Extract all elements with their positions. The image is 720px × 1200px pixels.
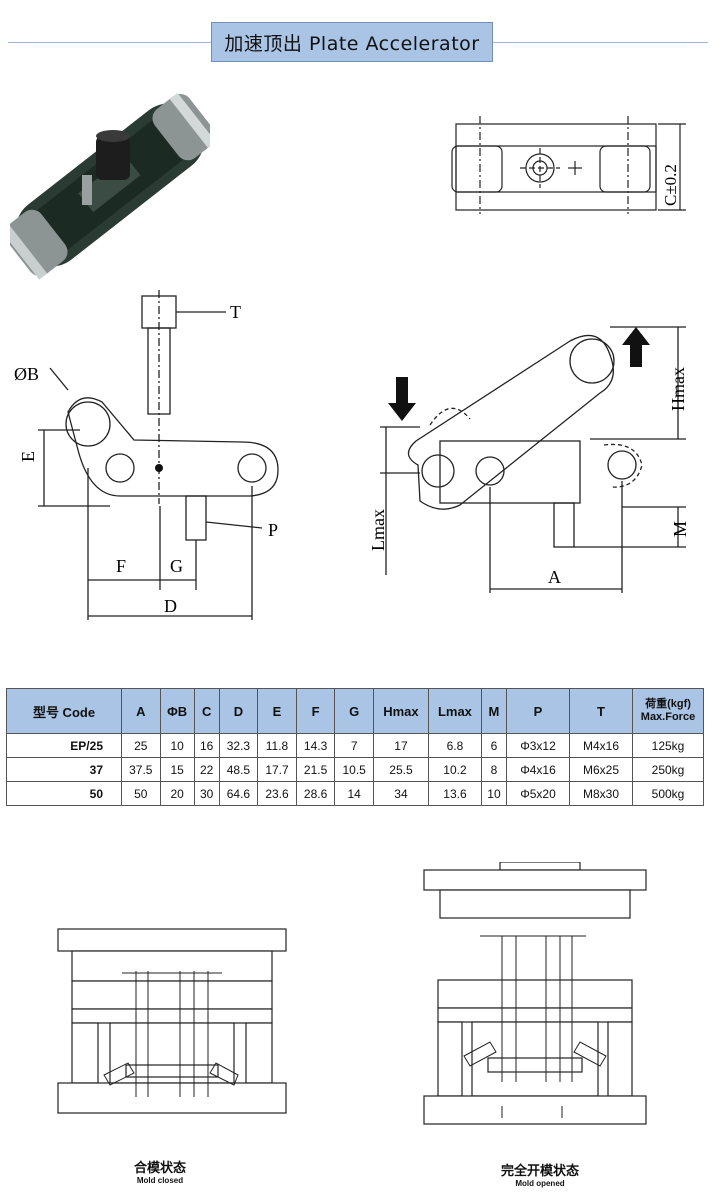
label-m: M <box>670 521 690 537</box>
col-hmax: Hmax <box>372 688 429 734</box>
cell: 23.6 <box>257 781 297 806</box>
cell: 30 <box>193 781 220 806</box>
header-rule-right <box>493 42 708 43</box>
cell: 125kg <box>632 733 704 758</box>
caption-opened: 完全开模状态 Mold opened <box>480 1160 600 1188</box>
cell-code: EP/25 <box>6 733 122 758</box>
col-b: ΦB <box>159 688 195 734</box>
cell: Φ4x16 <box>506 757 570 782</box>
cell: 10 <box>480 781 508 806</box>
col-force: 荷重(kgf) Max.Force <box>632 688 704 734</box>
col-force-en: Max.Force <box>640 711 696 723</box>
cell-code: 50 <box>6 781 122 806</box>
cell: 25.5 <box>372 757 429 782</box>
cell: 64.6 <box>218 781 259 806</box>
col-lmax: Lmax <box>427 688 482 734</box>
col-p: P <box>506 688 570 734</box>
caption-closed-en: Mold closed <box>136 1176 184 1185</box>
table-row: EP/25 25 10 16 32.3 11.8 14.3 7 17 6.8 6… <box>6 733 704 758</box>
cell: 34 <box>372 781 429 806</box>
col-force-zh: 荷重(kgf) <box>645 698 691 710</box>
cell: 21.5 <box>295 757 336 782</box>
top-view-drawing: C±0.2 <box>451 116 686 214</box>
cell: 14.3 <box>295 733 336 758</box>
cell: 8 <box>480 757 508 782</box>
cell: M8x30 <box>569 781 633 806</box>
open-view-drawing: Hmax Lmax M A <box>368 326 690 593</box>
cell: 250kg <box>632 757 704 782</box>
label-b: ØB <box>14 364 39 384</box>
col-d: D <box>218 688 259 734</box>
spec-table: 型号 Code A ΦB C D E F G Hmax Lmax M P T 荷… <box>6 688 704 806</box>
side-view-drawing: T ØB E P F G D <box>14 290 279 620</box>
col-g: G <box>334 688 374 734</box>
label-p: P <box>268 520 278 540</box>
product-photo <box>10 92 210 280</box>
cell: M6x25 <box>569 757 633 782</box>
label-g: G <box>170 556 183 576</box>
col-t: T <box>569 688 633 734</box>
cell: 11.8 <box>257 733 297 758</box>
cell: M4x16 <box>569 733 633 758</box>
mold-opened-drawing <box>423 862 647 1125</box>
cell: 10.2 <box>427 757 482 782</box>
label-t: T <box>230 302 241 322</box>
label-hmax: Hmax <box>668 367 688 411</box>
col-f: F <box>295 688 336 734</box>
cell: 20 <box>159 781 195 806</box>
cell: 16 <box>193 733 220 758</box>
col-m: M <box>480 688 508 734</box>
caption-opened-en: Mold opened <box>515 1179 565 1188</box>
dim-c-label: C±0.2 <box>661 164 680 206</box>
cell: 50 <box>121 781 161 806</box>
cell: Φ3x12 <box>506 733 570 758</box>
page-title: 加速顶出 Plate Accelerator <box>211 22 493 62</box>
table-header-row: 型号 Code A ΦB C D E F G Hmax Lmax M P T 荷… <box>6 688 704 734</box>
table-row: 37 37.5 15 22 48.5 17.7 21.5 10.5 25.5 1… <box>6 757 704 782</box>
label-e: E <box>18 451 38 462</box>
cell: 6 <box>480 733 508 758</box>
col-e: E <box>257 688 297 734</box>
cell: 32.3 <box>218 733 259 758</box>
cell: 500kg <box>632 781 704 806</box>
col-a: A <box>121 688 161 734</box>
caption-closed-zh: 合模状态 <box>133 1161 186 1176</box>
label-d: D <box>164 596 177 616</box>
cell: 28.6 <box>295 781 336 806</box>
cell: 6.8 <box>427 733 482 758</box>
cell: 7 <box>334 733 374 758</box>
caption-opened-zh: 完全开模状态 <box>500 1164 579 1179</box>
col-code: 型号 Code <box>6 688 122 734</box>
cell-code: 37 <box>6 757 122 782</box>
cell: 37.5 <box>121 757 161 782</box>
cell: 15 <box>159 757 195 782</box>
cell: 14 <box>334 781 374 806</box>
label-a: A <box>548 567 561 587</box>
cell: 17.7 <box>257 757 297 782</box>
cell: Φ5x20 <box>506 781 570 806</box>
cell: 48.5 <box>218 757 259 782</box>
table-row: 50 50 20 30 64.6 23.6 28.6 14 34 13.6 10… <box>6 781 704 806</box>
caption-closed: 合模状态 Mold closed <box>110 1157 210 1185</box>
cell: 13.6 <box>427 781 482 806</box>
cell: 22 <box>193 757 220 782</box>
header-rule-left <box>8 42 211 43</box>
label-lmax: Lmax <box>368 509 388 551</box>
label-f: F <box>116 556 126 576</box>
col-c: C <box>193 688 220 734</box>
cell: 10.5 <box>334 757 374 782</box>
cell: 17 <box>372 733 429 758</box>
cell: 10 <box>159 733 195 758</box>
mold-closed-drawing <box>57 928 287 1114</box>
cell: 25 <box>121 733 161 758</box>
